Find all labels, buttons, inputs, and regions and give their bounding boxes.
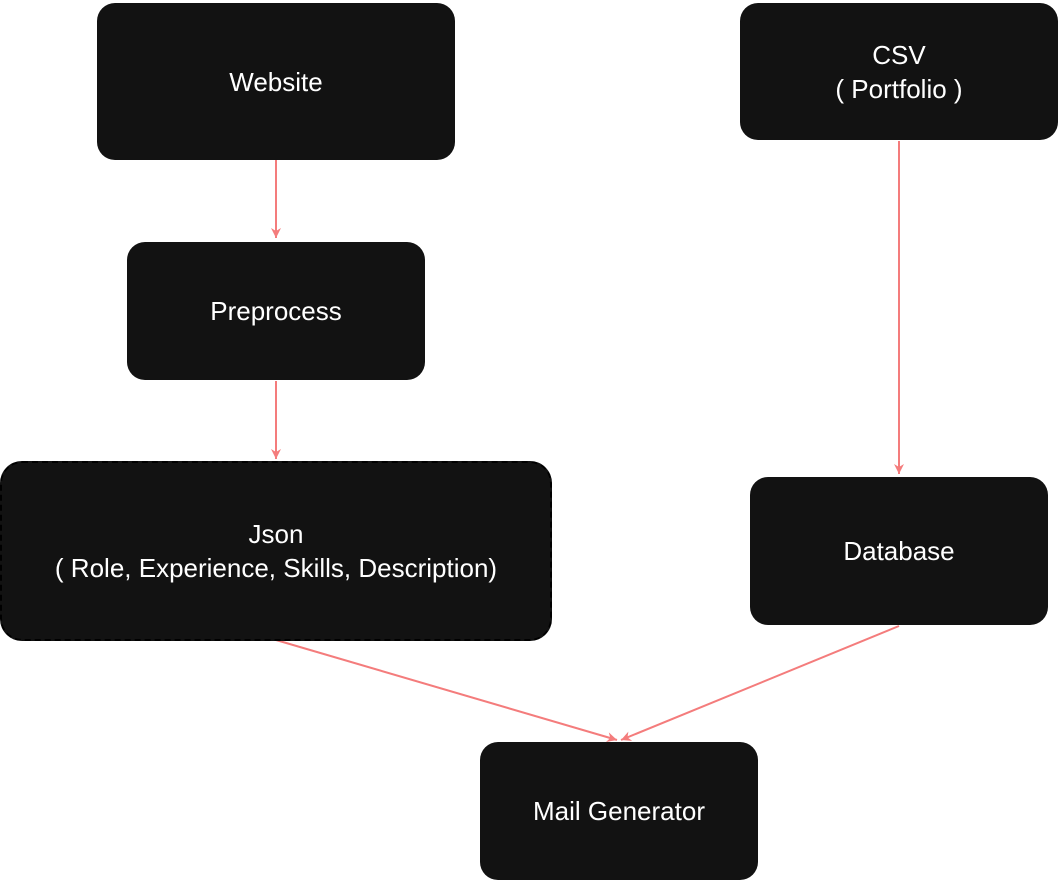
node-website: Website	[97, 3, 455, 160]
node-preprocess-label: Preprocess	[210, 296, 342, 326]
node-json: Json ( Role, Experience, Skills, Descrip…	[0, 461, 552, 641]
node-preprocess: Preprocess	[127, 242, 425, 380]
edge-database-to-mail-generator	[620, 625, 900, 741]
node-mail-generator-label: Mail Generator	[533, 796, 705, 826]
node-database-label: Database	[843, 536, 955, 566]
node-mail-generator: Mail Generator	[480, 742, 758, 880]
node-json-sublabel: ( Role, Experience, Skills, Description)	[54, 553, 498, 583]
node-csv: CSV ( Portfolio )	[740, 3, 1058, 140]
node-csv-sublabel: ( Portfolio )	[835, 73, 963, 104]
node-json-label: Json	[248, 519, 304, 549]
node-database: Database	[750, 477, 1048, 625]
node-csv-label: CSV	[872, 39, 926, 70]
edge-json-to-mail-generator	[275, 639, 618, 742]
node-website-label: Website	[229, 66, 323, 97]
